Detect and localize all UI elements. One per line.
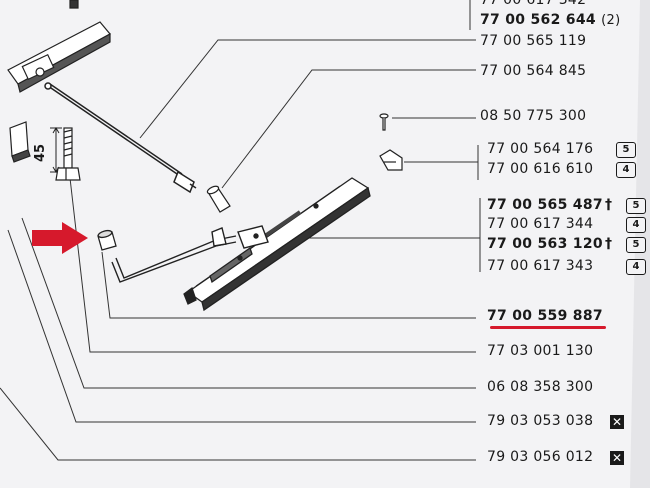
x-box-icon: ✕	[610, 451, 624, 465]
leader-7903056012	[0, 387, 476, 461]
bushing-part	[97, 229, 117, 251]
badge-4: 4	[626, 259, 646, 275]
clip	[379, 149, 403, 171]
part-number-564845: 77 00 564 845	[480, 63, 587, 79]
part-number-text: 77 00 565 487	[487, 197, 603, 213]
part-number-7903056012: 79 03 056 012	[487, 449, 594, 465]
part-number-562644: 77 00 562 644 (2)	[480, 12, 620, 28]
badge-5: 5	[626, 237, 646, 253]
part-number-text: 77 00 563 120	[487, 236, 603, 252]
seat-slide-rail	[183, 177, 371, 312]
part-number-0608358300: 06 08 358 300	[487, 379, 594, 395]
leader-565119	[139, 39, 476, 139]
leader-0608358300	[21, 217, 476, 389]
small-screw	[379, 113, 389, 131]
part-number-559887-highlighted: 77 00 559 887	[487, 308, 603, 324]
left-block	[9, 121, 31, 163]
part-number-616610: 77 00 616 610	[487, 161, 594, 177]
red-arrow-icon	[32, 222, 88, 254]
dagger-mark: †	[604, 236, 613, 252]
part-number-564176: 77 00 564 176	[487, 141, 594, 157]
part-number-617344: 77 00 617 344	[487, 216, 594, 232]
top-left-rail	[7, 0, 111, 93]
part-number-text: 77 00 562 644	[480, 12, 596, 28]
part-number-563120: 77 00 563 120†	[487, 236, 612, 252]
badge-4: 4	[626, 217, 646, 233]
leader-559887	[101, 251, 476, 319]
leader-7903053038	[7, 229, 476, 423]
leader-564845	[221, 69, 476, 189]
badge-5: 5	[626, 198, 646, 214]
x-box-icon: ✕	[610, 415, 624, 429]
connector-sleeve	[206, 185, 231, 213]
badge-4: 4	[616, 162, 636, 178]
part-number-617342: 77 00 617 342	[480, 0, 587, 8]
badge-5: 5	[616, 142, 636, 158]
release-lever	[111, 225, 269, 283]
part-number-7703001130: 77 03 001 130	[487, 343, 594, 359]
dimension-label: 45	[33, 143, 48, 162]
part-number-0850775300: 08 50 775 300	[480, 108, 587, 124]
part-number-565487: 77 00 565 487†	[487, 197, 612, 213]
part-number-565119: 77 00 565 119	[480, 33, 587, 49]
bolt	[55, 127, 81, 181]
quantity-label: (2)	[601, 13, 621, 28]
part-number-617343: 77 00 617 343	[487, 258, 594, 274]
red-underline	[490, 326, 606, 329]
part-number-7903053038: 79 03 053 038	[487, 413, 594, 429]
dagger-mark: †	[604, 197, 613, 213]
cable-rod	[44, 82, 197, 194]
dimension-bracket	[50, 127, 62, 173]
